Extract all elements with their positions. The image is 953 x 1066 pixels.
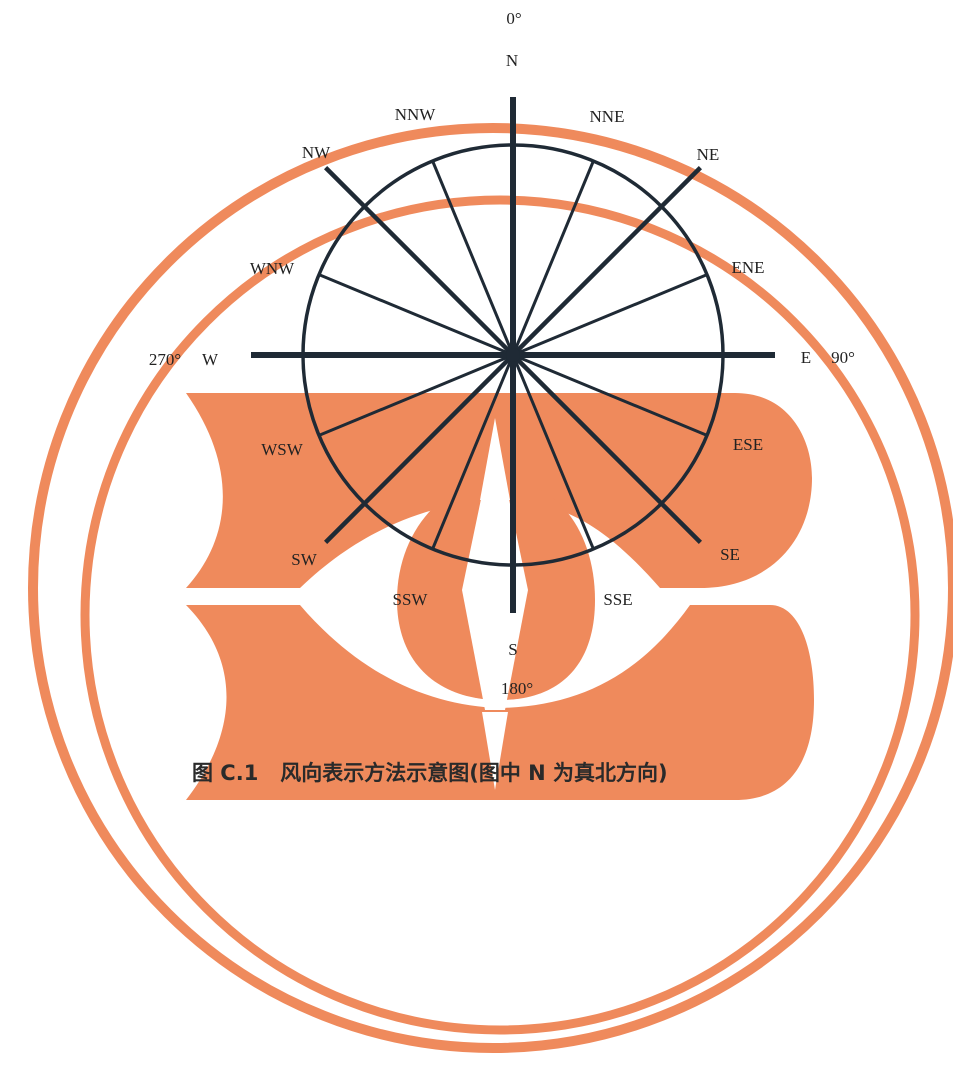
degree-east: 90° [831, 348, 855, 367]
figure-caption: 图 C.1 风向表示方法示意图(图中 N 为真北方向) [192, 761, 668, 785]
watermark-upper-spike [480, 418, 510, 500]
label-NE: NE [697, 145, 720, 164]
label-ESE: ESE [733, 435, 763, 454]
spoke-SE [511, 353, 702, 544]
label-W: W [202, 350, 219, 369]
label-SSW: SSW [393, 590, 429, 609]
watermark-outer-ring [28, 123, 953, 1053]
compass-center [506, 348, 520, 362]
spoke-NW [324, 166, 515, 357]
label-NNE: NNE [590, 107, 625, 126]
watermark-logo [28, 123, 953, 1053]
watermark-lower-spike [482, 712, 508, 790]
label-WSW: WSW [261, 440, 304, 459]
degree-south: 180° [501, 679, 533, 698]
degree-north: 0° [506, 9, 521, 28]
spoke-NE [511, 166, 702, 357]
spoke-ESE [512, 353, 708, 437]
degree-labels: 0° 90° 180° 270° [149, 9, 855, 698]
degree-west: 270° [149, 350, 181, 369]
spoke-NNW [431, 160, 515, 356]
spoke-SSE [511, 354, 595, 550]
watermark-inner-ring [80, 195, 920, 1035]
label-N: N [506, 51, 518, 70]
spoke-SSW [431, 354, 515, 550]
label-SW: SW [291, 550, 317, 569]
label-NW: NW [302, 143, 331, 162]
label-WNW: WNW [250, 259, 295, 278]
spoke-WSW [318, 353, 514, 437]
direction-labels: N NNE NE ENE E ESE SE SSE S SSW SW WSW W… [202, 51, 811, 659]
spoke-ENE [512, 273, 708, 357]
spoke-WNW [318, 273, 514, 357]
label-S: S [508, 640, 517, 659]
spoke-NNE [511, 160, 595, 356]
label-ENE: ENE [731, 258, 764, 277]
spoke-SW [324, 353, 515, 544]
label-SE: SE [720, 545, 740, 564]
label-E: E [801, 348, 811, 367]
label-SSE: SSE [603, 590, 632, 609]
watermark-lower-band [186, 605, 814, 800]
label-NNW: NNW [395, 105, 437, 124]
compass-spokes [251, 97, 775, 613]
